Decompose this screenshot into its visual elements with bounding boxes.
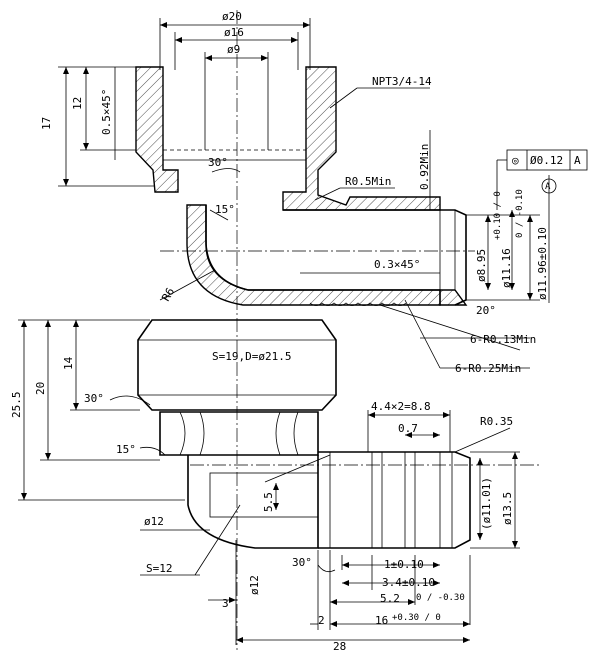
port-slot	[209, 472, 319, 518]
dim-1: 1±0.10	[384, 558, 424, 571]
s12-label: S=12	[146, 562, 173, 575]
d895-tol: +0.10 / 0	[493, 191, 503, 240]
d1116-label: ø11.16	[500, 248, 513, 288]
dim-14: 14	[62, 356, 75, 370]
dim-20: 20	[34, 382, 47, 395]
dim-52-tol: 0 / -0.30	[416, 593, 465, 603]
r035-label: R0.35	[480, 415, 513, 428]
dim-d16: ø16	[224, 26, 244, 39]
angle-30-bottom: 30°	[84, 392, 104, 405]
dim-d9: ø9	[227, 43, 240, 56]
top-dimensions	[58, 18, 550, 369]
r05min-label: R0.5Min	[345, 175, 391, 188]
elbow-lower	[187, 455, 319, 549]
d12-a: ø12	[144, 515, 164, 528]
fcf-symbol: ◎	[512, 154, 519, 167]
section-view	[135, 10, 540, 650]
tube-bottom	[439, 289, 468, 306]
barb-profile	[309, 302, 407, 306]
datum-a: A	[545, 182, 551, 192]
dim-17: 17	[40, 117, 53, 130]
barb-1	[371, 451, 383, 549]
angle-15: 15°	[215, 203, 235, 216]
angle-15-bottom: 15°	[116, 443, 136, 456]
d135-label: ø13.5	[501, 492, 514, 525]
thread-label: NPT3/4-14	[372, 75, 432, 88]
exterior-view	[137, 319, 471, 549]
bore-outline	[205, 205, 440, 291]
dim-2: 2	[318, 614, 325, 627]
dim-16: 16	[375, 614, 388, 627]
dim-44x2: 4.4×2=8.8	[371, 400, 431, 413]
angle-30-b: 30°	[292, 556, 312, 569]
dim-07: 0.7	[398, 422, 418, 435]
angle-30: 30°	[208, 156, 228, 169]
fcf-tolerance: Ø0.12	[530, 154, 563, 167]
datum-circle	[541, 178, 557, 194]
dim-52: 5.2	[380, 592, 400, 605]
hex-label: S=19,D=ø21.5	[212, 350, 291, 363]
barb-3	[439, 451, 453, 549]
r013-label: 6-R0.13Min	[470, 333, 536, 346]
d1196-label: ø11.96±0.10	[536, 227, 549, 300]
dim-chamfer: 0.5×45°	[100, 89, 113, 135]
right-wall	[282, 66, 441, 211]
dim-d20: ø20	[222, 10, 242, 23]
dim-55: 5.5	[262, 492, 275, 512]
d1101-label: (ø11.01)	[480, 477, 493, 530]
r025-label: 6-R0.25Min	[455, 362, 521, 375]
dim-12: 12	[71, 97, 84, 110]
bore-upper	[283, 209, 467, 306]
fcf-datum: A	[574, 154, 581, 167]
barb-tube	[318, 451, 471, 549]
dim-092min: 0.92Min	[418, 144, 431, 190]
d12-b: ø12	[248, 575, 261, 595]
r6-label: R6	[159, 286, 177, 304]
d895-label: ø8.95	[475, 249, 488, 282]
dim-16-tol: +0.30 / 0	[392, 613, 441, 623]
feature-control-frame	[496, 149, 588, 210]
dim-255: 25.5	[10, 392, 23, 419]
hex-nut	[137, 319, 337, 411]
dim-3: 3	[222, 597, 229, 610]
bottom-dimensions	[18, 319, 520, 645]
d1116-tol: 0 / -0.10	[515, 189, 525, 238]
angle-20: 20°	[476, 304, 496, 317]
barb-2	[404, 451, 416, 549]
labels: ø20 ø16 ø9 17 12 0.5×45° NPT3/4-14 30° 1…	[10, 10, 581, 653]
left-wall	[135, 66, 179, 193]
chamfer-03: 0.3×45°	[374, 258, 420, 271]
dim-34: 3.4±0.10	[382, 576, 435, 589]
dim-28: 28	[333, 640, 346, 653]
